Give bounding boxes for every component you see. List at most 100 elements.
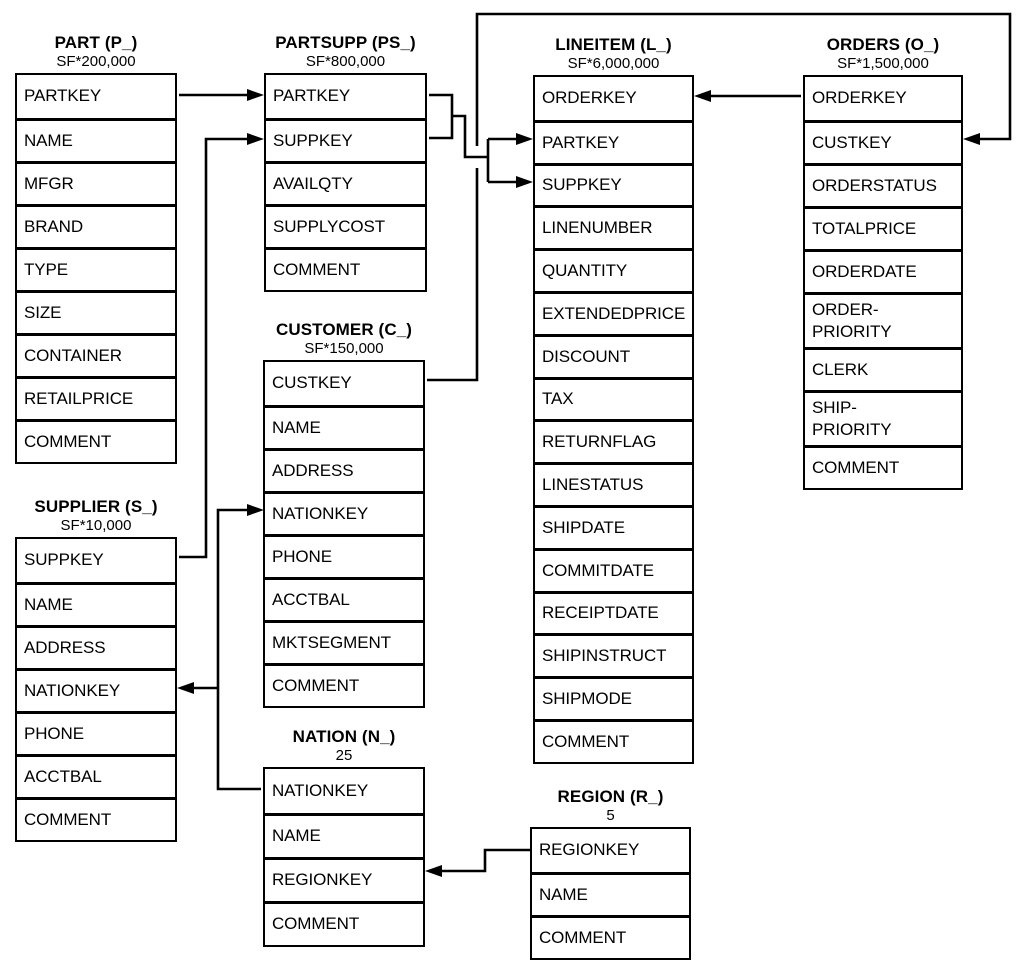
table-title: REGION (R_)	[557, 787, 664, 806]
column-comment: COMMENT	[17, 797, 175, 840]
column-container: CONTAINER	[17, 333, 175, 376]
column-suppkey: SUPPKEY	[266, 118, 425, 161]
column-partkey: PARTKEY	[535, 119, 692, 163]
column-discount: DISCOUNT	[535, 333, 692, 377]
column-name: NAME	[265, 813, 423, 857]
column-shipinstruct: SHIPINSTRUCT	[535, 633, 692, 676]
column-name: NAME	[17, 118, 175, 161]
column-brand: BRAND	[17, 204, 175, 247]
table-header: PARTSUPP (PS_) SF*800,000	[264, 24, 427, 73]
column-suppkey: SUPPKEY	[24, 550, 104, 570]
table-title: ORDERS (O_)	[826, 35, 940, 54]
column-mfgr: MFGR	[17, 161, 175, 204]
column-retailprice: RETAILPRICE	[17, 376, 175, 419]
table-cardinality: SF*1,500,000	[837, 55, 929, 72]
arrow-orders-orderkey-to-lineitem	[694, 90, 801, 102]
column-partkey: PARTKEY	[24, 86, 102, 106]
arrow-partsupp-keys-to-lineitem	[429, 93, 533, 188]
column-comment: COMMENT	[266, 247, 425, 290]
column-commitdate: COMMITDATE	[535, 547, 692, 591]
table-title: NATION (N_)	[292, 727, 396, 746]
column-phone: PHONE	[17, 711, 175, 754]
table-orders: ORDERS (O_) SF*1,500,000 ORDERKEY CUSTKEY…	[803, 26, 963, 490]
table-partsupp: PARTSUPP (PS_) SF*800,000 PARTKEY SUPPKEY…	[264, 24, 427, 292]
table-cardinality: 25	[335, 747, 353, 764]
column-clerk: CLERK	[805, 347, 961, 390]
table-cardinality: SF*800,000	[305, 53, 386, 70]
column-suppkey: SUPPKEY	[535, 162, 692, 206]
column-comment: COMMENT	[532, 915, 689, 958]
column-comment: COMMENT	[805, 445, 961, 488]
column-phone: PHONE	[265, 534, 423, 577]
column-custkey: CUSTKEY	[805, 120, 961, 163]
arrow-supplier-suppkey-to-partsupp	[179, 133, 264, 559]
column-comment: COMMENT	[535, 718, 692, 762]
table-header: REGION (R_) 5	[530, 778, 691, 827]
column-returnflag: RETURNFLAG	[535, 419, 692, 462]
column-orderkey: ORDERKEY	[542, 88, 637, 108]
column-acctbal: ACCTBAL	[17, 754, 175, 797]
table-cardinality: 5	[606, 807, 615, 824]
column-shipdate: SHIPDATE	[535, 504, 692, 548]
table-cardinality: SF*6,000,000	[567, 55, 660, 72]
table-header: PART (P_) SF*200,000	[15, 24, 177, 73]
table-header: LINEITEM (L_) SF*6,000,000	[533, 26, 694, 75]
arrow-nation-nationkey-to-customer	[216, 504, 264, 791]
column-shipmode: SHIPMODE	[535, 676, 692, 719]
column-totalprice: TOTALPRICE	[805, 206, 961, 249]
column-comment: COMMENT	[17, 419, 175, 462]
column-order-priority: ORDER- PRIORITY	[805, 292, 961, 347]
column-mktsegment: MKTSEGMENT	[265, 620, 423, 663]
column-tax: TAX	[535, 376, 692, 420]
arrow-part-partkey-to-partsupp	[179, 89, 264, 101]
column-name: NAME	[265, 405, 423, 448]
column-address: ADDRESS	[265, 448, 423, 491]
table-header: NATION (N_) 25	[263, 718, 425, 767]
column-regionkey: REGIONKEY	[265, 857, 423, 901]
table-cardinality: SF*150,000	[304, 340, 384, 357]
table-cardinality: SF*10,000	[60, 517, 132, 534]
arrow-nation-nationkey-to-supplier	[177, 682, 218, 694]
column-ship-priority: SHIP- PRIORITY	[805, 390, 961, 445]
table-header: SUPPLIER (S_) SF*10,000	[15, 488, 177, 537]
column-acctbal: ACCTBAL	[265, 577, 423, 620]
arrow-region-regionkey-to-nation	[425, 848, 532, 877]
column-name: NAME	[532, 872, 689, 915]
table-title: PART (P_)	[54, 33, 138, 52]
column-availqty: AVAILQTY	[266, 161, 425, 204]
table-title: PARTSUPP (PS_)	[275, 33, 416, 52]
column-regionkey: REGIONKEY	[539, 840, 640, 860]
column-name: NAME	[17, 582, 175, 625]
column-address: ADDRESS	[17, 625, 175, 668]
column-linenumber: LINENUMBER	[535, 205, 692, 248]
column-orderkey: ORDERKEY	[812, 88, 907, 108]
column-nationkey: NATIONKEY	[265, 491, 423, 534]
column-quantity: QUANTITY	[535, 248, 692, 291]
table-title: CUSTOMER (C_)	[275, 320, 413, 339]
table-header: CUSTOMER (C_) SF*150,000	[263, 311, 425, 360]
column-supplycost: SUPPLYCOST	[266, 204, 425, 247]
column-linestatus: LINESTATUS	[535, 462, 692, 505]
table-cardinality: SF*200,000	[56, 53, 136, 70]
table-title: LINEITEM (L_)	[555, 35, 672, 54]
column-extendedprice: EXTENDEDPRICE	[535, 290, 692, 334]
column-orderdate: ORDERDATE	[805, 249, 961, 292]
column-comment: COMMENT	[265, 663, 423, 706]
column-partkey: PARTKEY	[273, 86, 351, 106]
column-receiptdate: RECEIPTDATE	[535, 590, 692, 634]
table-lineitem: LINEITEM (L_) SF*6,000,000 ORDERKEY PARTK…	[533, 26, 694, 764]
column-comment: COMMENT	[265, 901, 423, 945]
